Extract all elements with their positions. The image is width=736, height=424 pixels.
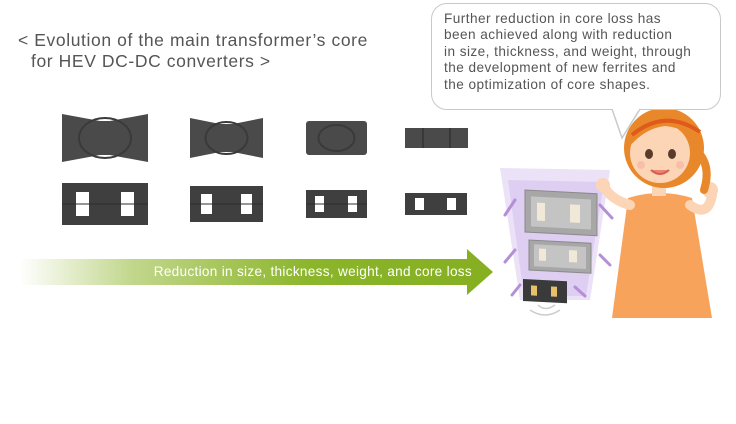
speech-bubble-line: the optimization of core shapes.	[444, 76, 651, 92]
title-line-1: < Evolution of the main transformer’s co…	[18, 30, 368, 50]
reduction-arrow-label: Reduction in size, thickness, weight, an…	[153, 264, 472, 279]
title-line-2: for HEV DC-DC converters >	[31, 51, 271, 71]
stacked-modules-illustration	[500, 168, 614, 316]
reduction-arrow-shaft	[20, 259, 468, 285]
core-top-view-3	[306, 121, 367, 155]
core-side-view-4	[405, 193, 467, 215]
speech-bubble-line: been achieved along with reduction	[444, 27, 673, 43]
core-top-view-2	[190, 118, 263, 158]
speech-bubble-line: Further reduction in core loss has	[444, 11, 662, 26]
core-top-view-1	[62, 114, 148, 162]
presenter-character-illustration	[596, 108, 718, 318]
speech-bubble: Further reduction in core loss has been …	[431, 3, 721, 110]
speech-bubble-line: in size, thickness, and weight, through	[444, 43, 692, 59]
core-side-view-3	[306, 190, 367, 218]
core-side-view-1	[62, 183, 148, 225]
reduction-arrow-head	[467, 249, 493, 295]
core-top-view-4	[405, 128, 468, 148]
speech-bubble-line: the development of new ferrites and	[444, 60, 676, 76]
core-side-view-2	[190, 186, 263, 222]
diagram-title: < Evolution of the main transformer’s co…	[18, 30, 368, 72]
